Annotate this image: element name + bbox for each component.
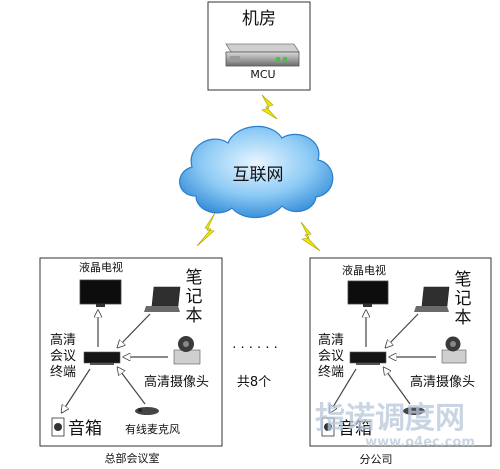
branch-count-label: 共8个 <box>237 375 271 390</box>
server-room-box: 机房 MCU <box>207 1 311 91</box>
hq-laptop-label-3: 本 <box>186 306 203 326</box>
hq-laptop-label-1: 笔 <box>186 268 203 288</box>
watermark-url: www.o4ec.com <box>365 435 475 450</box>
lightning-icon-right <box>300 221 321 252</box>
watermark-text: 指诺调度网 <box>315 401 465 436</box>
hq-terminal-label-2: 会议 <box>50 349 76 364</box>
hq-microphone-label: 有线麦克风 <box>125 422 180 436</box>
internet-label: 互联网 <box>233 165 284 185</box>
lightning-icon-top <box>261 94 278 120</box>
hq-camera-label: 高清摄像头 <box>144 374 209 390</box>
hq-speaker-label: 音箱 <box>68 419 102 439</box>
headquarters-box: 液晶电视 笔 记 本 高清 会议 终端 高清摄像头 音箱 <box>39 257 223 447</box>
internet-cloud: 互联网 <box>179 125 334 219</box>
branch-speaker-icon <box>321 417 335 437</box>
branch-laptop-label-3: 本 <box>455 308 472 328</box>
branch-arrow-to-speaker <box>330 368 357 412</box>
hq-lcd-tv-label: 液晶电视 <box>79 260 123 274</box>
branch-camera-icon <box>441 336 467 364</box>
hq-microphone-icon <box>135 407 159 415</box>
branch-speaker-label: 音箱 <box>338 419 372 439</box>
mcu-icon <box>225 43 300 67</box>
branch-terminal-label-3: 终端 <box>318 364 344 380</box>
lightning-icon-left <box>196 212 216 247</box>
branch-laptop-label-2: 记 <box>455 289 472 309</box>
branch-terminal-icon <box>349 351 387 365</box>
branch-arrow-from-microphone <box>384 368 411 405</box>
hq-arrow-to-speaker <box>62 368 91 412</box>
hq-terminal-label-3: 终端 <box>50 364 76 380</box>
hq-arrow-from-microphone <box>118 368 146 405</box>
hq-camera-icon <box>173 336 201 365</box>
branch-lcd-tv-icon <box>347 280 389 307</box>
branch-arrow-from-laptop <box>386 313 419 347</box>
branch-lcd-tv-label: 液晶电视 <box>342 263 386 277</box>
hq-laptop-icon <box>144 286 181 312</box>
hq-lcd-tv-icon <box>79 279 122 307</box>
branch-box: 液晶电视 笔 记 本 高清 会议 终端 高清摄像头 音箱 <box>309 257 492 447</box>
branch-microphone-icon <box>403 407 425 415</box>
hq-laptop-label-2: 记 <box>186 287 203 307</box>
server-room-label: 机房 <box>242 9 276 29</box>
middle-dots: · · · · · · <box>232 341 277 356</box>
branch-camera-label: 高清摄像头 <box>410 374 475 390</box>
hq-arrow-from-laptop <box>118 313 151 347</box>
hq-caption: 总部会议室 <box>105 451 160 465</box>
branch-laptop-icon <box>414 286 450 312</box>
hq-terminal-icon <box>83 351 121 365</box>
branch-terminal-label-1: 高清 <box>318 332 344 348</box>
branch-caption: 分公司 <box>360 453 393 466</box>
hq-terminal-label-1: 高清 <box>50 332 76 348</box>
mcu-label: MCU <box>250 68 275 81</box>
hq-speaker-icon <box>51 417 65 437</box>
branch-terminal-label-2: 会议 <box>318 349 344 364</box>
branch-laptop-label-1: 笔 <box>455 270 472 290</box>
